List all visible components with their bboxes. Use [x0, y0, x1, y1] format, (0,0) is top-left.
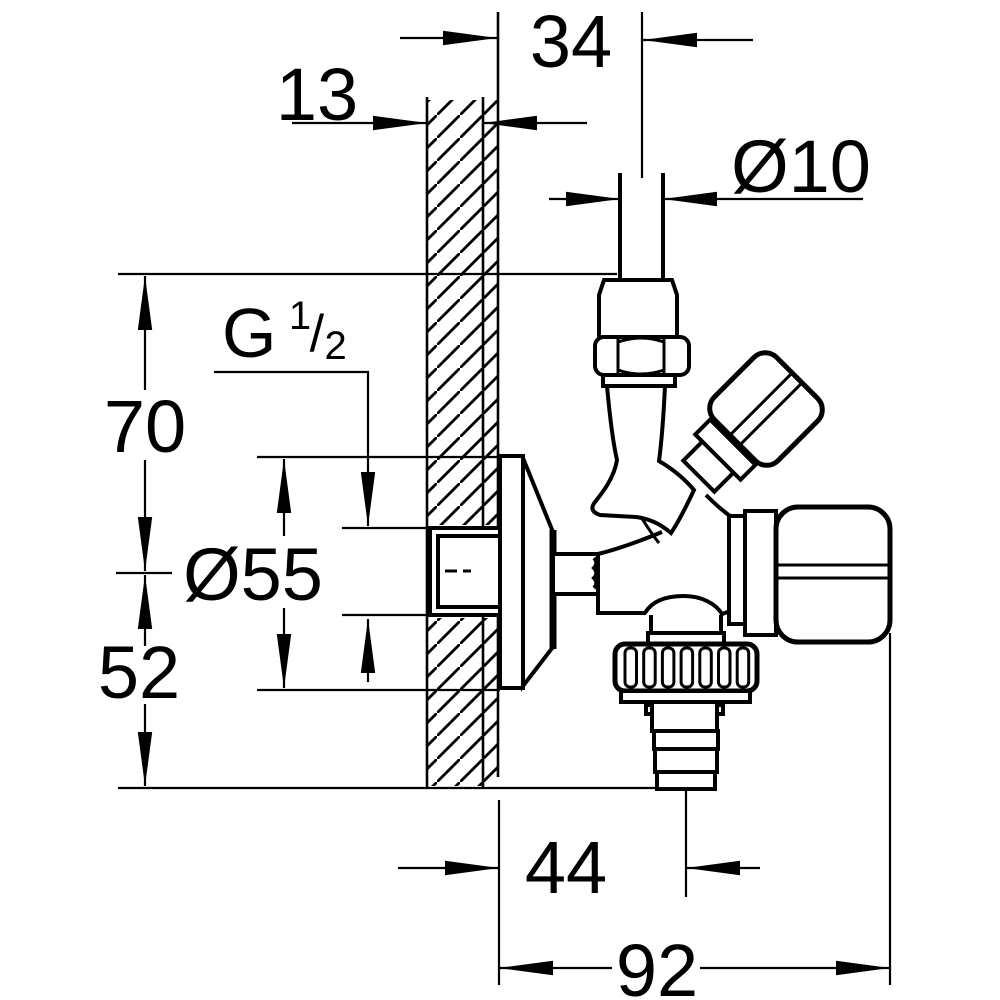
wall-hatching-upper	[427, 100, 498, 525]
valve-body	[590, 384, 735, 617]
label-overall-depth: 92	[616, 929, 698, 1000]
fitting-cap	[597, 278, 679, 339]
riser-pipe	[618, 173, 665, 281]
thread-slash: /	[310, 305, 325, 363]
label-lower-height: 52	[98, 631, 180, 714]
label-upper-height: 70	[104, 385, 186, 468]
wall-union-block	[428, 526, 502, 617]
main-valve-handle-assembly	[727, 504, 893, 645]
packing-ring	[727, 514, 747, 626]
label-riser-offset: 34	[530, 0, 612, 83]
secondary-valve	[680, 350, 825, 495]
label-thread-size: G 1 / 2	[222, 294, 347, 372]
wall-section	[425, 12, 500, 788]
body-shoulder-line	[597, 530, 663, 556]
body-boot	[590, 384, 697, 537]
main-handle	[773, 504, 893, 645]
thread-numerator: 1	[289, 294, 311, 338]
body-underside	[596, 594, 646, 615]
label-rosette-diameter: Ø55	[183, 533, 323, 616]
hose-union	[612, 615, 760, 791]
body-neck	[551, 552, 600, 596]
top-compression-fitting	[593, 278, 691, 388]
dimension-labels: 34 13 Ø10 70 Ø55 52 44 92 G 1 / 2	[98, 0, 871, 1000]
dimension-lines	[137, 30, 890, 976]
knurl-teeth	[623, 646, 751, 689]
secondary-handle	[707, 350, 825, 468]
label-outlet-offset: 44	[525, 826, 607, 909]
body-hump	[643, 593, 734, 617]
wall-rosette	[498, 454, 557, 692]
label-riser-diameter: Ø10	[731, 125, 871, 208]
dim-g12-leader-arrow	[214, 370, 376, 526]
thread-g: G	[222, 294, 276, 372]
label-wall-allowance: 13	[276, 53, 358, 136]
boot-seam	[639, 516, 661, 544]
hose-barb	[644, 700, 725, 791]
wall-hatching-lower	[427, 618, 498, 786]
fitting-hex-nut	[593, 335, 691, 377]
thread-denominator: 2	[325, 324, 347, 368]
extension-lines	[116, 12, 892, 985]
bonnet	[743, 509, 778, 637]
